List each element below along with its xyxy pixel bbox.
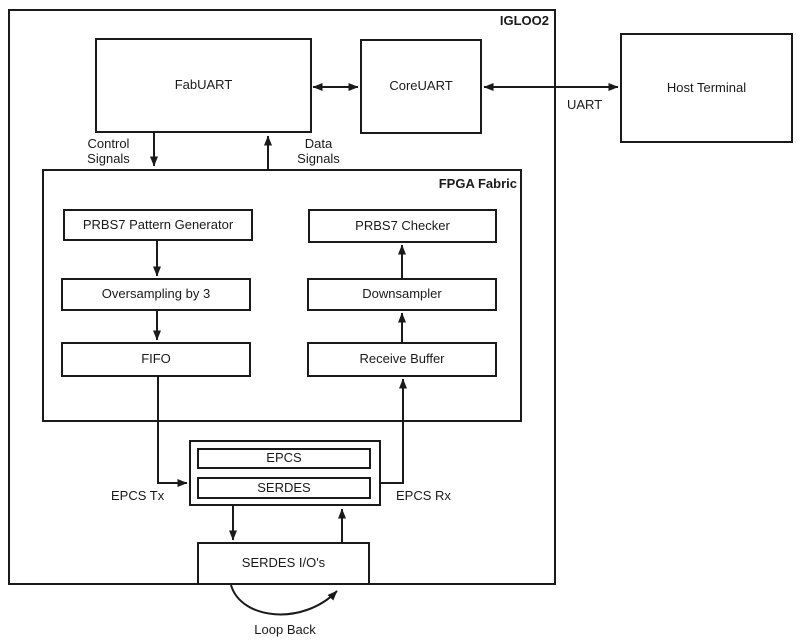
data-signals-label: Data Signals — [297, 136, 340, 167]
downsampler-label: Downsampler — [362, 286, 442, 302]
coreuart-label: CoreUART — [389, 78, 453, 94]
igloo2-title-label: IGLOO2 — [499, 13, 549, 28]
loop-back-arc-arrow — [230, 584, 338, 616]
receive-buffer-label: Receive Buffer — [359, 351, 445, 367]
prbs7-pattern-generator-block: PRBS7 Pattern Generator — [63, 209, 253, 241]
epcs-block: EPCS — [197, 448, 371, 469]
epcs-tx-label: EPCS Tx — [111, 488, 165, 503]
host-terminal-label: Host Terminal — [666, 79, 747, 95]
uart-label: UART — [567, 97, 603, 112]
serdes-ios-label: SERDES I/O's — [241, 555, 326, 571]
fifo-block: FIFO — [61, 342, 251, 377]
epcs-rx-label: EPCS Rx — [396, 488, 451, 503]
loop-back-label: Loop Back — [254, 622, 316, 637]
prbs7-checker-label: PRBS7 Checker — [355, 217, 450, 233]
serdes-block: SERDES — [197, 477, 371, 499]
serdes-ios-block: SERDES I/O's — [197, 542, 370, 585]
host-terminal-block: Host Terminal — [620, 33, 793, 143]
fpga-fabric-title-label: FPGA Fabric — [438, 176, 517, 191]
receive-buffer-block: Receive Buffer — [307, 342, 497, 377]
prbs7-checker-block: PRBS7 Checker — [308, 209, 497, 243]
oversampling-block: Oversampling by 3 — [61, 278, 251, 311]
coreuart-block: CoreUART — [360, 39, 482, 134]
fabuart-block: FabUART — [95, 38, 312, 133]
epcs-label: EPCS — [266, 450, 302, 466]
control-signals-label: Control Signals — [87, 136, 130, 167]
serdes-label: SERDES — [257, 479, 311, 495]
fifo-label: FIFO — [141, 351, 171, 367]
oversampling-label: Oversampling by 3 — [101, 286, 211, 302]
prbs7-pattern-generator-label: PRBS7 Pattern Generator — [82, 216, 234, 232]
downsampler-block: Downsampler — [307, 278, 497, 311]
fabuart-label: FabUART — [174, 77, 233, 93]
